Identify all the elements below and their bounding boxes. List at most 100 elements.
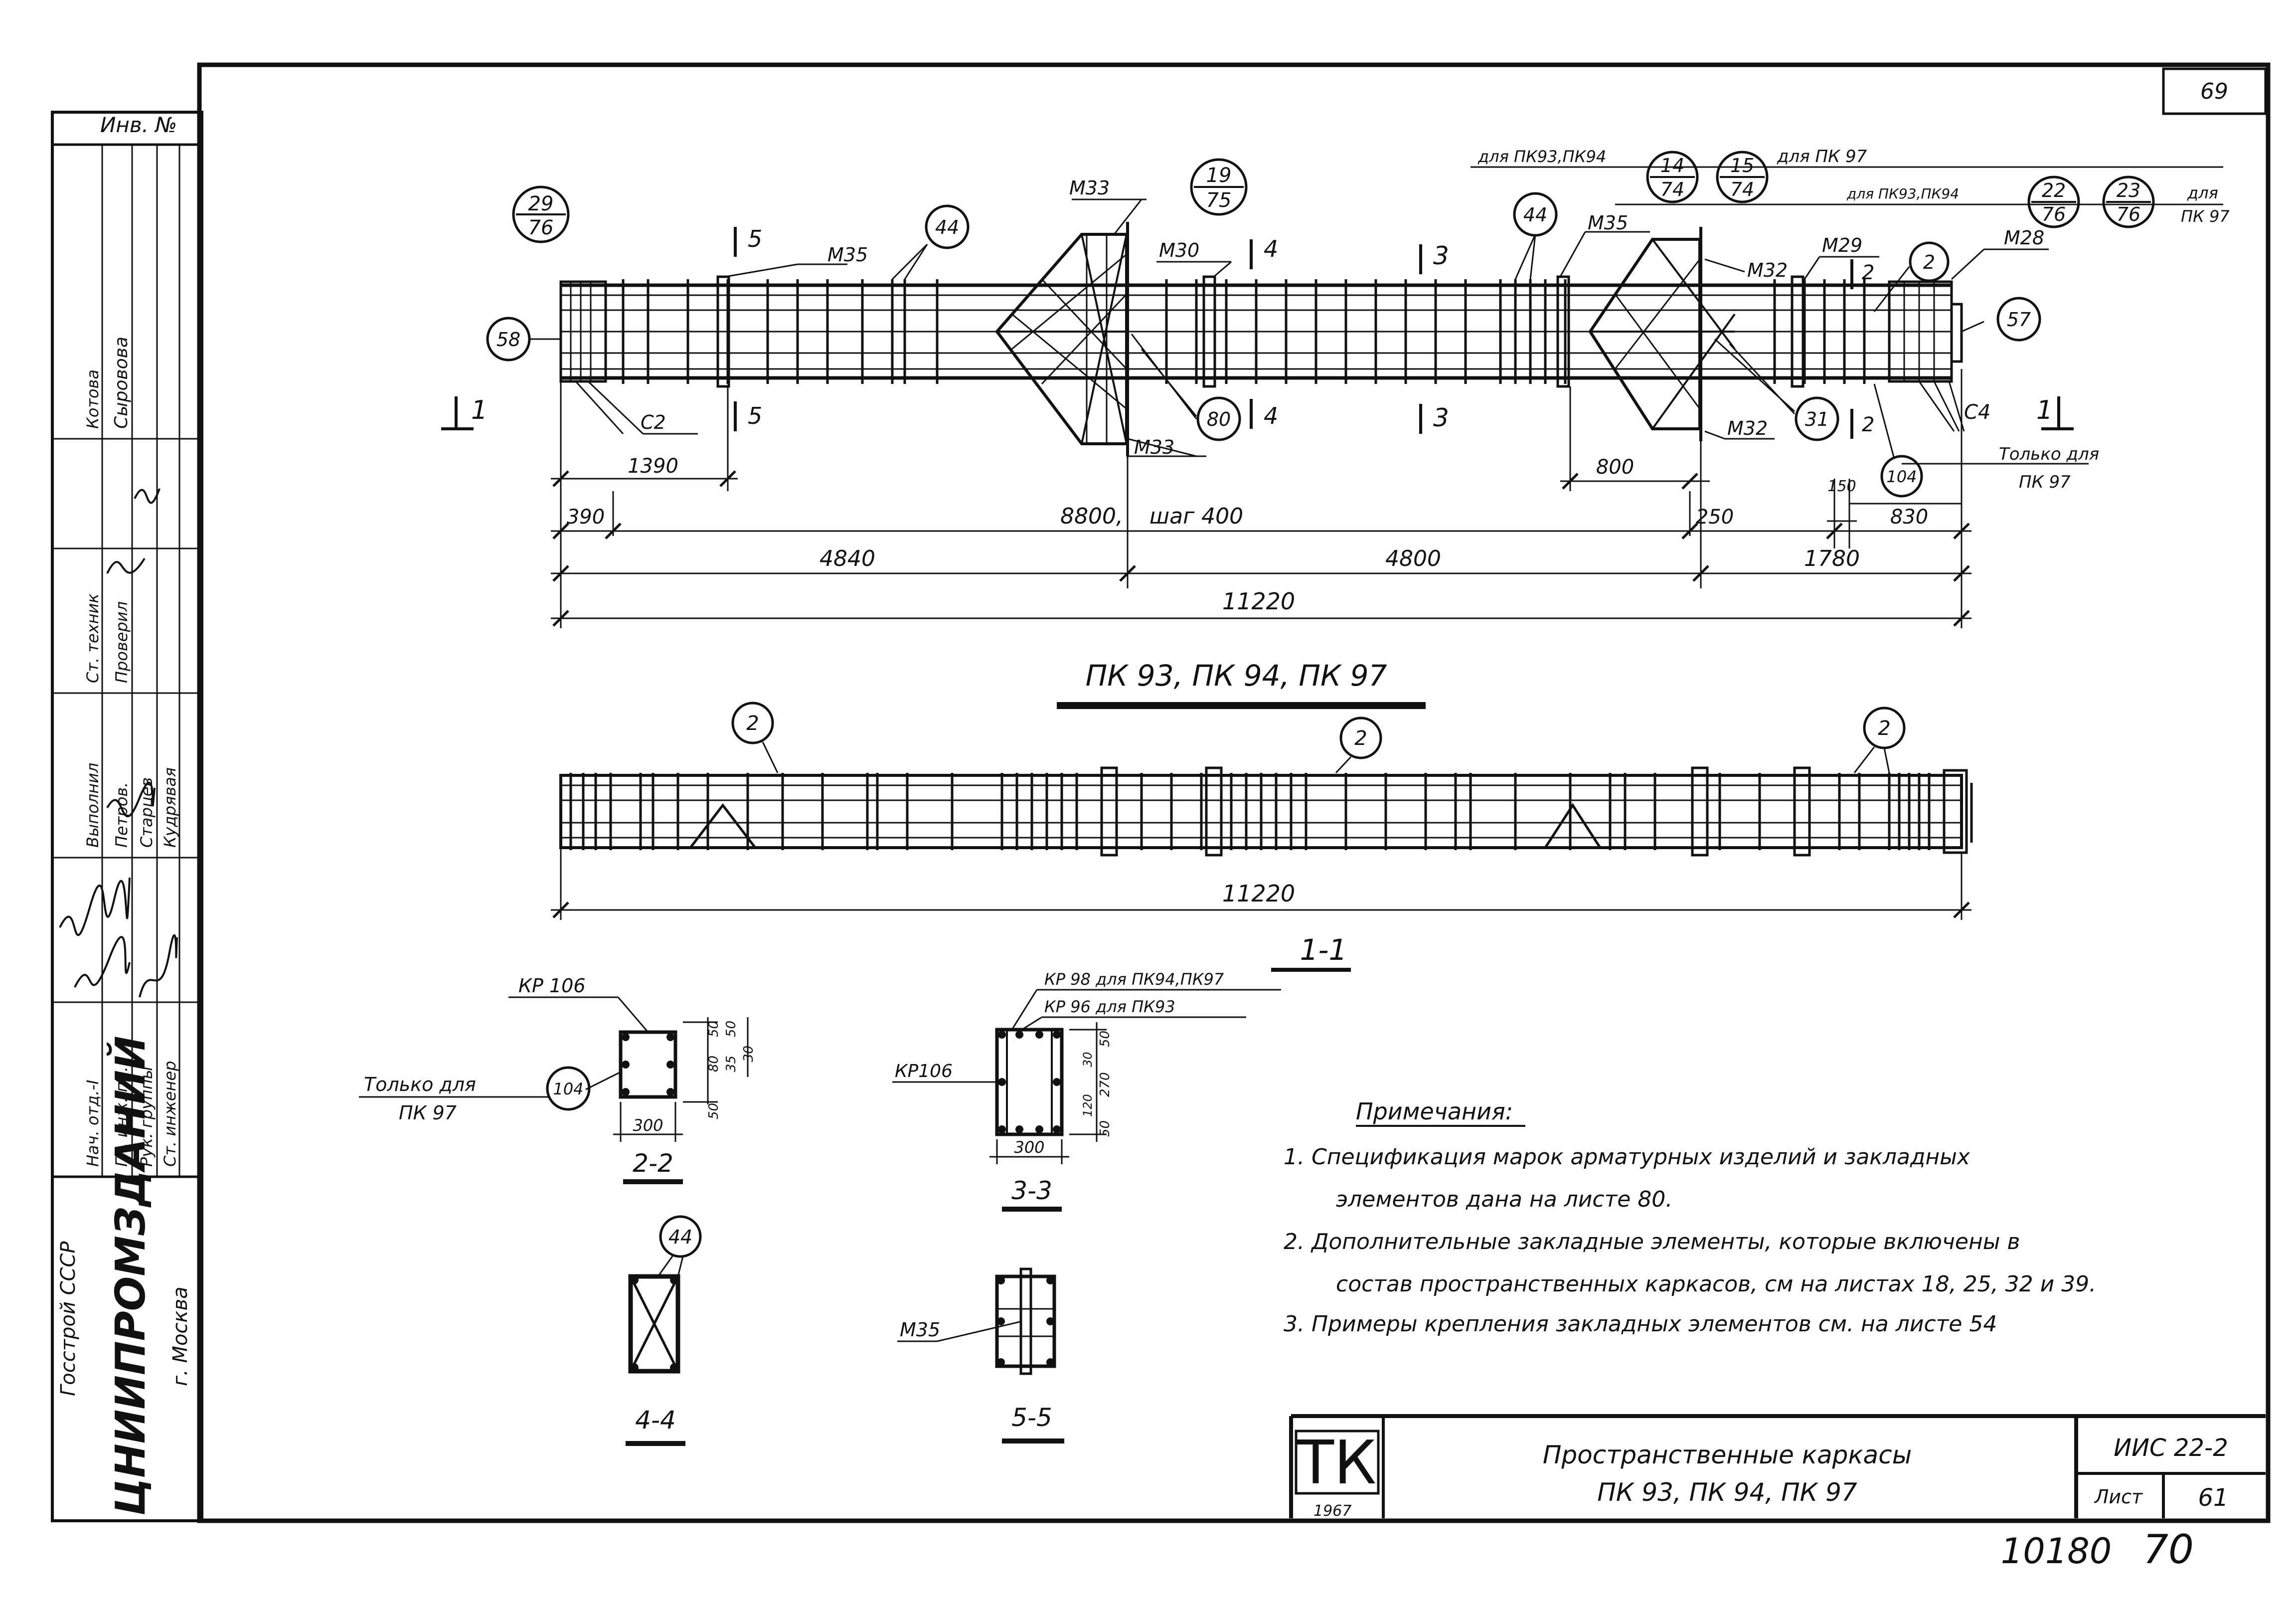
tk-year: 1967: [1313, 1502, 1351, 1520]
label-m35: М35: [827, 244, 868, 266]
label-m32-top: М32: [1747, 259, 1788, 281]
label-for-pk97-b: для: [2187, 183, 2218, 202]
s33-dim-a: 120: [1081, 1094, 1095, 1117]
title-line-2: ПК 93, ПК 94, ПК 97: [1597, 1478, 1857, 1507]
sheet-number: 61: [2198, 1484, 2228, 1512]
dim-8800: 8800,: [1060, 504, 1123, 529]
plan-callout-2-c: 2: [1878, 717, 1890, 740]
callout-57: 57: [1996, 297, 2041, 342]
title-block: [1289, 1414, 2266, 1518]
org-city: г. Москва: [169, 1286, 192, 1386]
dim-390: 390: [567, 506, 605, 529]
dim-step-400: шаг 400: [1149, 504, 1243, 529]
callout-44-right: 44: [1513, 192, 1558, 237]
s22-dim-c: 30: [741, 1046, 756, 1062]
label-m35-right: М35: [1588, 212, 1628, 234]
label-c2: С2: [641, 411, 666, 433]
callout-75: 75: [1206, 189, 1232, 212]
tk-mark: ТК: [1297, 1429, 1377, 1498]
inventory-label: Инв. №: [100, 113, 177, 137]
callout-31: 31: [1795, 396, 1839, 441]
catalog-page: 70: [2143, 1526, 2194, 1573]
label-m32-bottom: М32: [1727, 417, 1768, 439]
left-diagonal-cage: [995, 222, 1129, 456]
notes-heading: Примечания:: [1356, 1098, 1513, 1125]
label-m33-top: М33: [1069, 177, 1110, 199]
section-mark-2-top: 2: [1862, 261, 1874, 284]
s22-dim-top: 50: [706, 1021, 721, 1037]
label-m33-bottom: М33: [1134, 436, 1174, 458]
org-gosstroy: Госстрой СССР: [57, 1241, 80, 1396]
dimension-chains: [551, 369, 1971, 628]
callout-74a: 74: [1660, 179, 1684, 200]
callout-58-text: 58: [496, 329, 520, 351]
s22-dim-b: 35: [724, 1056, 739, 1072]
callout-29-76: 29 76: [512, 185, 570, 243]
callout-31-text: 31: [1805, 408, 1829, 430]
callout-80-text: 80: [1207, 408, 1231, 430]
section-mark-1-right: 1: [2036, 395, 2053, 425]
list-label: Лист: [2094, 1486, 2143, 1508]
dim-830: 830: [1890, 506, 1928, 529]
s22-only-2: ПК 97: [399, 1102, 457, 1124]
callout-2-main-text: 2: [1923, 251, 1935, 273]
title-line-1: Пространственные каркасы: [1543, 1440, 1912, 1469]
s33-kp106: КР106: [895, 1061, 953, 1081]
s33-dim-top: 50: [1098, 1031, 1113, 1047]
callout-15-74: 15 74: [1716, 151, 1769, 203]
callout-76b: 76: [2042, 203, 2066, 225]
s33-dim-mid: 270: [1098, 1072, 1113, 1097]
name-3: Кудрявая: [161, 767, 179, 848]
callout-14: 14: [1660, 155, 1684, 177]
section-mark-5-bottom: 5: [748, 402, 762, 429]
section-mark-3-top: 3: [1433, 241, 1449, 270]
label-m30: М30: [1159, 239, 1199, 261]
label-for-pk93-94-b: для ПК93,ПК94: [1846, 185, 1959, 202]
name-2: Старцев: [137, 777, 156, 848]
label-for-pk97-b2: ПК 97: [2181, 207, 2230, 226]
dim-150: 150: [1827, 478, 1856, 495]
callout-14-74: 14 74: [1646, 151, 1699, 203]
callout-23-76: 23 76: [2102, 176, 2155, 228]
name-4: Котова: [83, 369, 102, 429]
note-1a: 1. Спецификация марок арматурных изделий…: [1284, 1144, 1970, 1170]
dim-4840: 4840: [820, 546, 875, 571]
section-3-3: [892, 989, 1281, 1212]
label-for-pk93-94-a: для ПК93,ПК94: [1477, 147, 1606, 166]
name-1: Петров.: [112, 782, 131, 848]
s22-dim-a: 50: [724, 1021, 739, 1037]
callout-22-76: 22 76: [2027, 176, 2080, 228]
s22-kp106: КР 106: [518, 975, 586, 997]
note-3: 3. Примеры крепления закладных элементов…: [1284, 1311, 1997, 1337]
label-only-pk97-2: ПК 97: [2019, 472, 2071, 492]
section-mark-1-left: 1: [471, 395, 488, 425]
section-mark-3-bottom: 3: [1433, 403, 1449, 432]
role-7: Проверил: [112, 601, 131, 683]
catalog-number: 10180: [2001, 1531, 2112, 1572]
callout-57-text: 57: [2007, 309, 2031, 331]
plan-dim-11220: 11220: [1222, 880, 1295, 907]
s22-callout-104: 104: [553, 1079, 583, 1098]
callout-22: 22: [2042, 180, 2066, 201]
callout-44-right-text: 44: [1523, 204, 1547, 226]
label-only-pk97-1: Только для: [1999, 444, 2099, 464]
plan-callout-2-a: 2: [746, 712, 759, 735]
callout-23: 23: [2117, 180, 2140, 201]
main-elevation: [441, 166, 2223, 465]
side-stamp: [52, 143, 202, 1178]
dim-11220: 11220: [1222, 588, 1295, 615]
callout-80: 80: [1196, 396, 1241, 441]
plan-view: [551, 702, 1973, 920]
callout-19-75: 19 75: [1190, 158, 1248, 216]
callout-19: 19: [1206, 164, 1232, 187]
section-mark-4-bottom: 4: [1264, 402, 1278, 429]
section-2-2: [359, 996, 749, 1184]
callout-104-main: 104: [1880, 455, 1923, 498]
label-m28: М28: [2004, 227, 2044, 249]
page-number: 69: [2200, 79, 2228, 104]
dim-4800: 4800: [1385, 546, 1441, 571]
callout-74b: 74: [1730, 179, 1754, 200]
section-mark-5-top: 5: [748, 225, 762, 252]
dim-800: 800: [1596, 456, 1634, 479]
role-3: Рук. группы: [137, 1067, 156, 1167]
